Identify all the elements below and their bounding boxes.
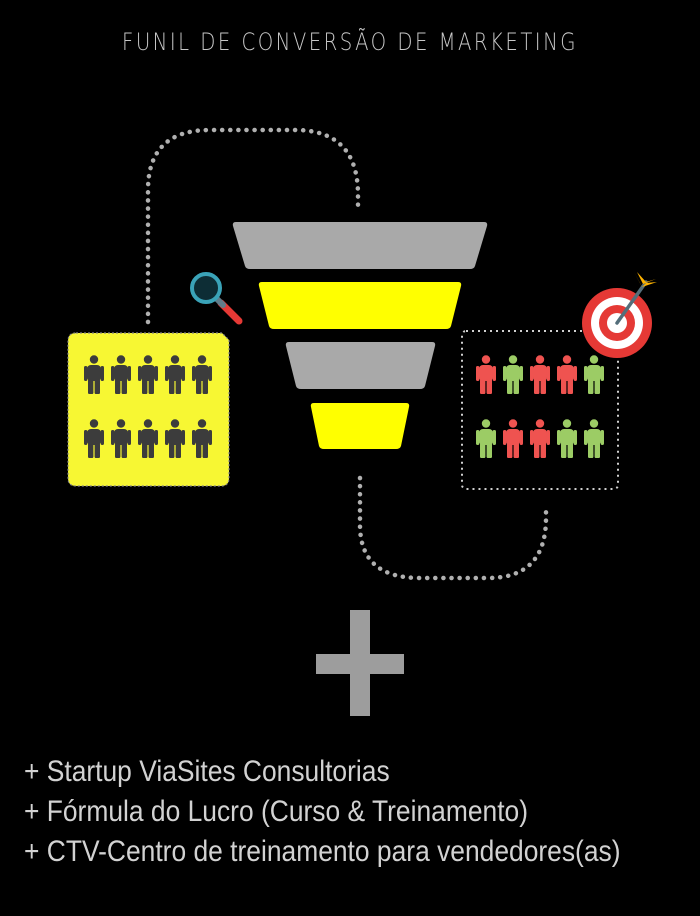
top-dotted-connector xyxy=(145,127,361,325)
funnel-level-1 xyxy=(232,222,488,269)
customers-box xyxy=(461,330,619,490)
customers-people-icon xyxy=(476,355,604,458)
funnel-level-4 xyxy=(310,403,410,449)
funnel xyxy=(232,222,488,449)
leads-box xyxy=(67,332,230,487)
funnel-level-3 xyxy=(285,342,436,389)
plus-icon xyxy=(316,610,404,716)
list-item: + Startup ViaSites Consultorias xyxy=(24,755,390,788)
list-item: + CTV-Centro de treinamento para vendedo… xyxy=(24,835,621,868)
bottom-dotted-connector xyxy=(357,475,549,581)
funnel-level-2 xyxy=(258,282,462,329)
magnifier-icon xyxy=(190,272,243,325)
page-title: FUNIL DE CONVERSÃO DE MARKETING xyxy=(122,28,578,56)
list-item: + Fórmula do Lucro (Curso & Treinamento) xyxy=(24,795,529,828)
target-icon xyxy=(582,272,657,358)
offerings-list: + Startup ViaSites Consultorias + Fórmul… xyxy=(24,752,700,872)
